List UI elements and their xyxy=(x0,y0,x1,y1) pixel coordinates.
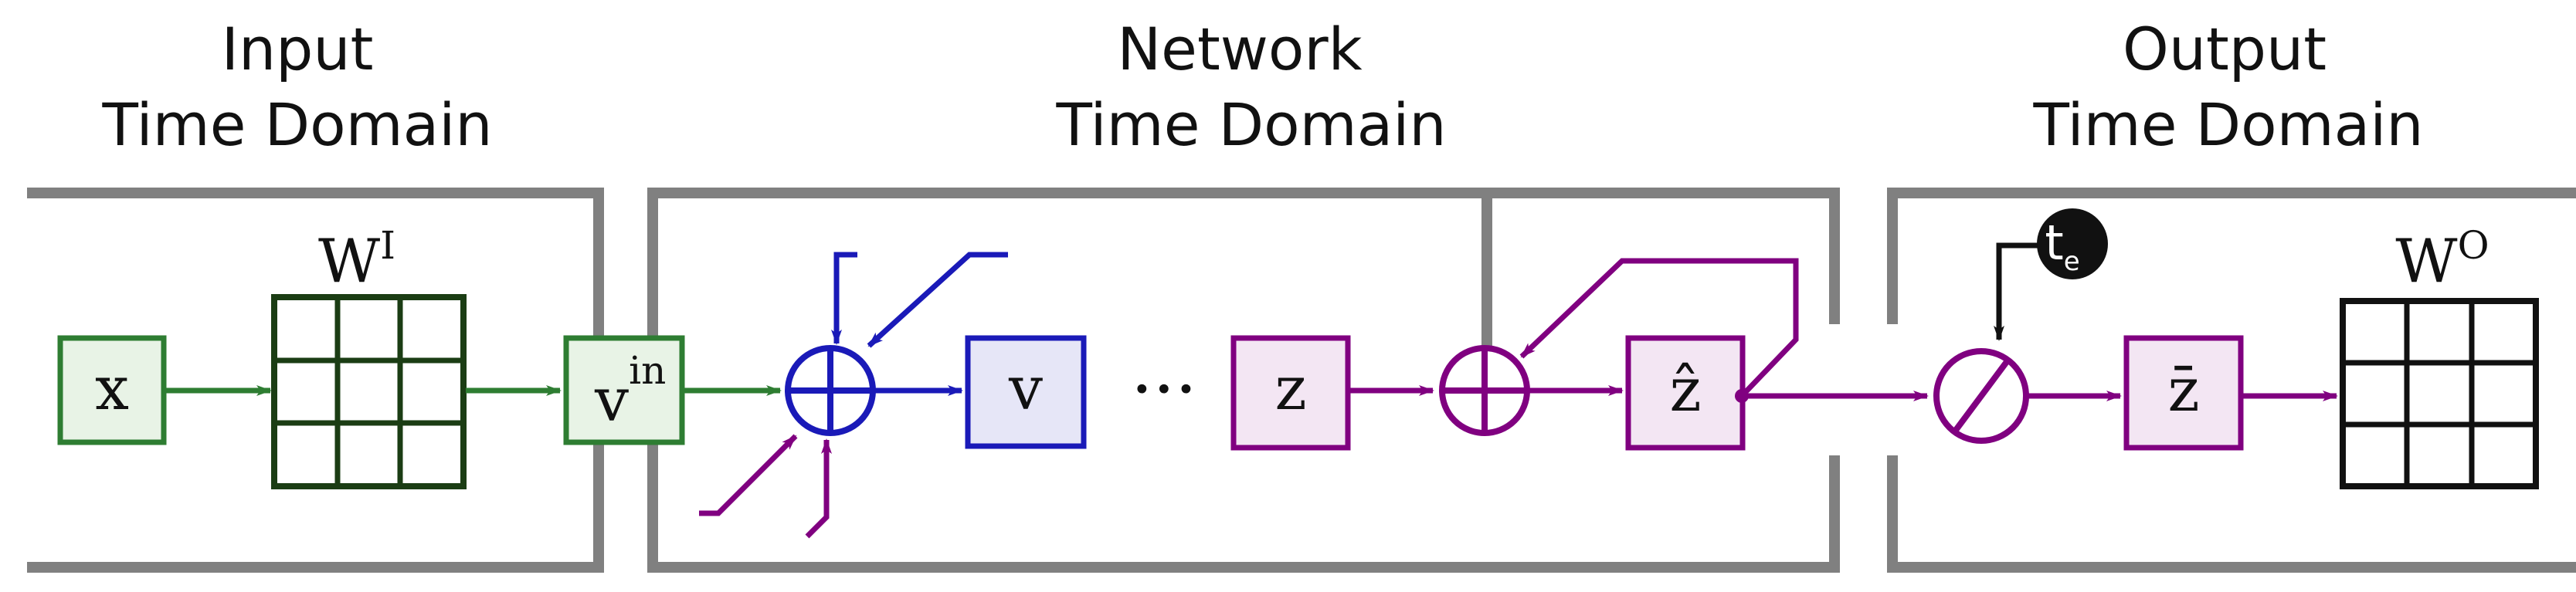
blue-input-top-arrow xyxy=(831,252,857,345)
output-domain-frame xyxy=(1887,188,2576,573)
output-weight-matrix xyxy=(2340,298,2539,489)
z-bar-node-box xyxy=(2123,335,2244,451)
feedback-loop-arrow xyxy=(1519,258,1799,398)
v-in-label: vin xyxy=(594,348,666,435)
purple-input-left-arrow xyxy=(699,434,798,516)
blue-input-diagonal-arrow xyxy=(867,252,1008,348)
output-title-line2: Time Domain xyxy=(2032,90,2423,159)
z-hat-node-box xyxy=(1625,335,1746,451)
input-weight-label: WI xyxy=(318,223,395,296)
purple-input-bottom-arrow xyxy=(805,438,832,539)
v-node-box xyxy=(965,335,1087,449)
z-hat-label: ẑ xyxy=(1669,356,1701,425)
input-title-line1: Input xyxy=(222,15,374,83)
input-weight-matrix xyxy=(271,294,467,489)
reset-operator-icon xyxy=(1933,348,2029,444)
z-node-box xyxy=(1230,335,1351,451)
te-arrow xyxy=(1994,242,2051,341)
purple-sum-icon xyxy=(1439,345,1530,436)
blue-sum-icon xyxy=(785,345,876,436)
x-node-box xyxy=(57,335,167,445)
output-weight-label: WO xyxy=(2395,223,2489,296)
output-title-line1: Output xyxy=(2123,15,2327,83)
v-label: v xyxy=(1008,354,1043,424)
input-title-line2: Time Domain xyxy=(101,90,492,159)
z-label: z xyxy=(1274,354,1306,424)
te-badge xyxy=(2037,208,2108,279)
te-label: te xyxy=(2045,215,2079,277)
network-title-line2: Time Domain xyxy=(1055,90,1446,159)
network-title-line1: Network xyxy=(1117,15,1362,83)
x-label: x xyxy=(95,354,129,424)
v-in-node-box xyxy=(563,335,685,445)
ellipsis: ··· xyxy=(1131,349,1197,430)
z-bar-label: z̄ xyxy=(2167,356,2199,425)
